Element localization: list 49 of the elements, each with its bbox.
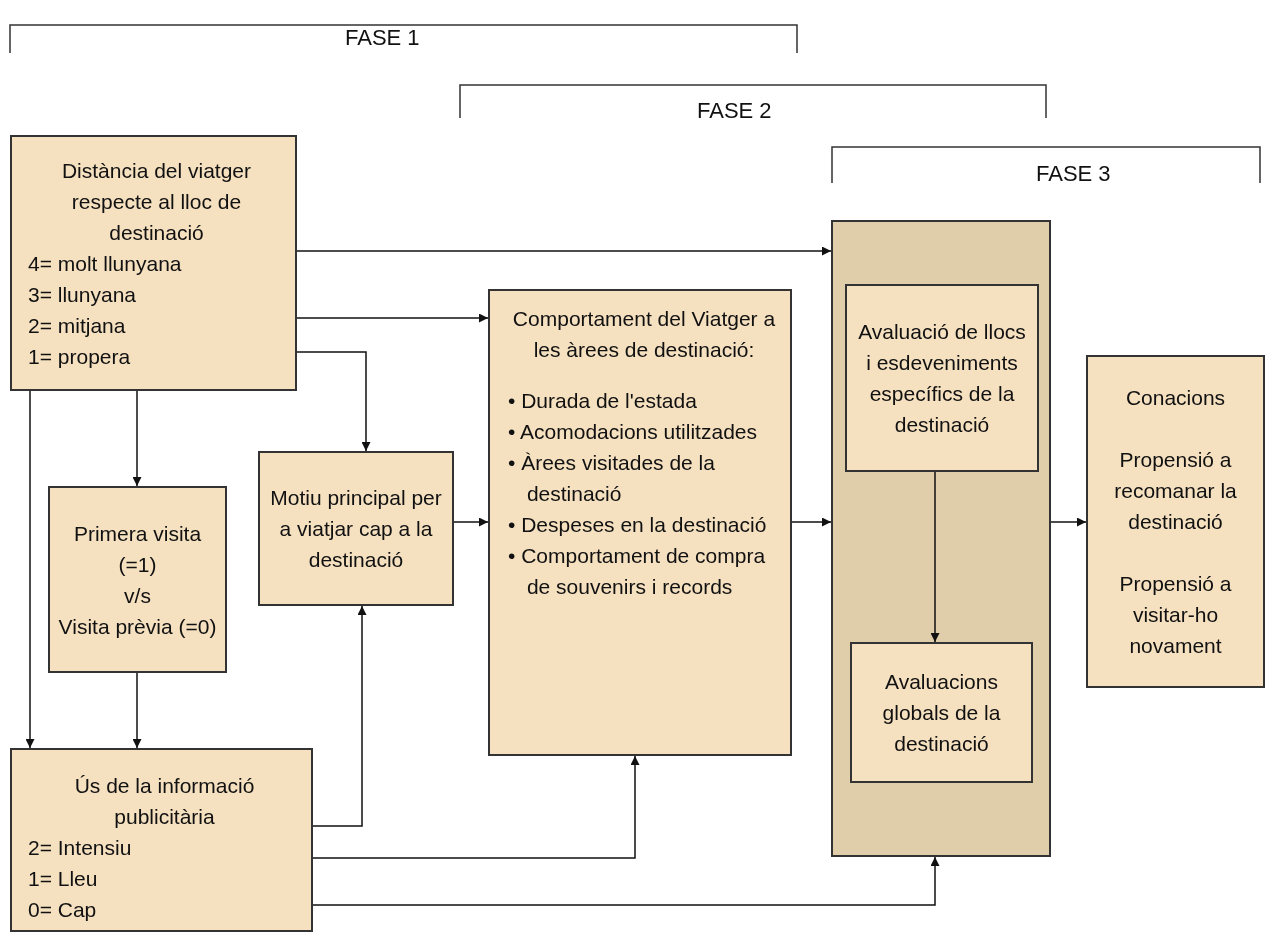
node-text: Propensió a recomanar la destinació	[1113, 447, 1238, 535]
node-text: 1= Lleu	[28, 866, 99, 892]
arrow	[312, 605, 367, 827]
node-text: Motiu principal per a viatjar cap a la destinació	[269, 485, 443, 573]
node-text: Distància del viatger respecte al lloc de destinació	[60, 158, 253, 246]
phase-panel	[831, 220, 1051, 857]
node-text: 0= Cap	[28, 897, 98, 923]
process-box	[1086, 355, 1265, 688]
node-text: • Comportament de compra de souvenirs i records	[508, 543, 767, 600]
node-text: 2= mitjana	[28, 313, 127, 339]
arrow	[296, 351, 371, 452]
arrow	[312, 755, 640, 859]
phase-label: FASE 1	[345, 24, 420, 52]
process-box	[48, 486, 227, 673]
process-box	[258, 451, 454, 606]
arrow	[296, 313, 489, 323]
arrow	[296, 246, 832, 256]
node-text: Propensió a visitar-ho novament	[1118, 571, 1233, 659]
phase-label: FASE 2	[697, 97, 772, 125]
node-text: Avaluació de llocs i esdeveniments específics de la destinació	[857, 319, 1027, 438]
arrow	[132, 390, 142, 487]
arrow	[132, 672, 142, 749]
process-box	[850, 642, 1033, 783]
node-text: • Despeses en la destinació	[508, 512, 768, 538]
process-box	[10, 135, 297, 391]
process-box	[845, 284, 1039, 472]
node-text: • Acomodacions utilitzades	[508, 419, 758, 445]
node-text: Ús de la informació publicitària	[73, 773, 256, 830]
node-text: 4= molt llunyana	[28, 251, 183, 277]
process-box	[488, 289, 792, 756]
node-text: 1= propera	[28, 344, 132, 370]
arrow	[791, 517, 832, 527]
arrow	[312, 856, 940, 906]
node-text: Avaluacions globals de la destinació	[881, 669, 1002, 757]
node-text: Primera visita (=1)	[72, 520, 203, 578]
node-text: Comportament del Viatger a les àrees de destinació:	[511, 306, 777, 363]
node-text: 3= llunyana	[28, 282, 137, 308]
node-text: Conacions	[1124, 385, 1227, 411]
node-text: • Durada de l'estada	[508, 388, 698, 414]
node-text: 2= Intensiu	[28, 835, 133, 861]
node-text: Visita prèvia (=0)	[57, 613, 218, 640]
phase-label: FASE 3	[1036, 160, 1111, 188]
arrow	[453, 517, 489, 527]
node-text: • Àrees visitades de la destinació	[508, 450, 716, 507]
arrow	[25, 390, 35, 749]
arrow	[1050, 517, 1087, 527]
process-box	[10, 748, 313, 932]
arrow	[930, 471, 940, 643]
node-text: v/s	[123, 582, 152, 609]
